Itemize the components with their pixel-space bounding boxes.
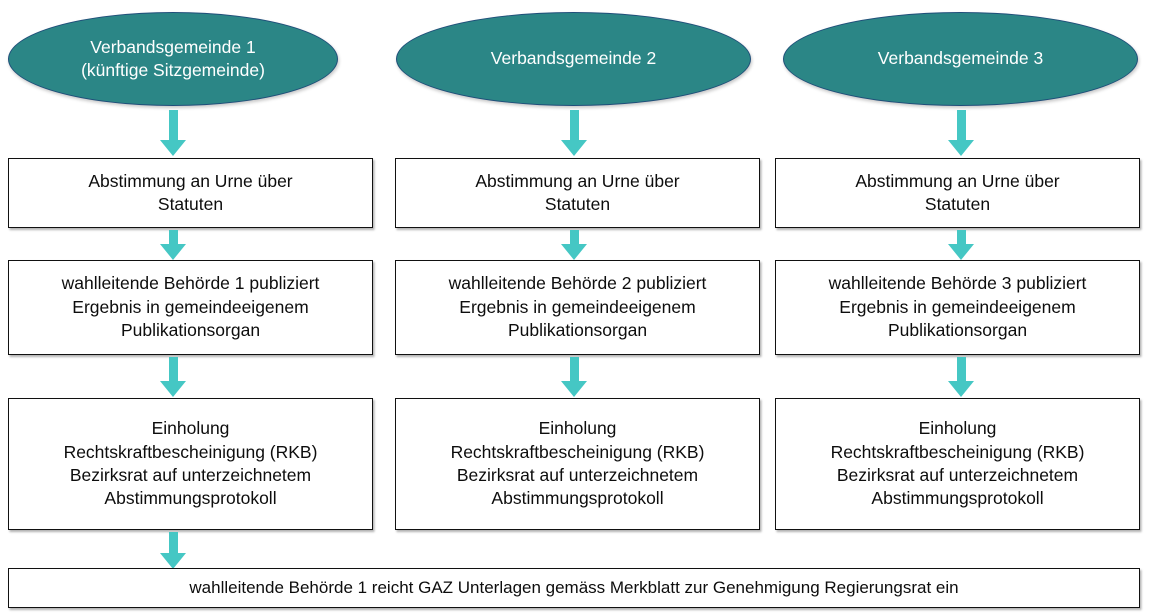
box-line-2: Rechtskraftbescheinigung (RKB) <box>63 441 318 462</box>
box-line-1: Abstimmung an Urne über <box>855 170 1060 191</box>
arrow-head <box>948 244 974 260</box>
arrow-vote-to-publish-col3 <box>948 230 974 260</box>
arrow-rkb-to-submit <box>160 532 186 570</box>
start-node-verbandsgemeinde-1[interactable]: Verbandsgemeinde 1 (künftige Sitzgemeind… <box>8 12 338 106</box>
start-node-line-1: Verbandsgemeinde 2 <box>490 48 657 69</box>
start-node-label: Verbandsgemeinde 3 <box>860 47 1061 70</box>
box-line-2: Statuten <box>157 194 224 214</box>
box-line-1: Abstimmung an Urne über <box>475 170 680 191</box>
start-node-line-2: (künftige Sitzgemeinde) <box>81 60 265 80</box>
process-box-publish-col3[interactable]: wahlleitende Behörde 3 publiziert Ergebn… <box>775 260 1140 355</box>
arrow-head <box>160 140 186 156</box>
box-line-3: Publikationsorgan <box>120 320 261 341</box>
arrow-start-to-vote-col2 <box>561 110 587 156</box>
box-line-3: Publikationsorgan <box>507 320 648 341</box>
start-node-label: Verbandsgemeinde 2 <box>473 47 674 70</box>
process-box-rkb-col1[interactable]: Einholung Rechtskraftbescheinigung (RKB)… <box>8 398 373 530</box>
box-line-1: Abstimmung an Urne über <box>88 170 293 191</box>
arrow-head <box>160 381 186 397</box>
arrow-shaft <box>169 357 178 382</box>
box-line-3: Publikationsorgan <box>887 320 1028 341</box>
box-line-2: Statuten <box>544 194 611 214</box>
box-line-1: Einholung <box>918 418 997 439</box>
box-line-4: Abstimmungsprotokoll <box>104 488 277 509</box>
process-box-label: Abstimmung an Urne über Statuten <box>467 170 687 217</box>
arrow-shaft <box>169 532 178 554</box>
process-box-label: Einholung Rechtskraftbescheinigung (RKB)… <box>823 417 1093 511</box>
box-line-2: Ergebnis in gemeindeeigenem <box>839 296 1076 317</box>
box-line-2: Ergebnis in gemeindeeigenem <box>72 296 309 317</box>
arrow-vote-to-publish-col2 <box>561 230 587 260</box>
box-line-4: Abstimmungsprotokoll <box>871 488 1044 509</box>
box-line-1: wahlleitende Behörde 2 publiziert <box>448 273 707 294</box>
arrow-head <box>948 140 974 156</box>
arrow-head <box>561 244 587 260</box>
process-box-label: wahlleitende Behörde 3 publiziert Ergebn… <box>821 272 1095 342</box>
box-line-2: Ergebnis in gemeindeeigenem <box>459 296 696 317</box>
arrow-shaft <box>957 230 966 246</box>
process-box-label: Einholung Rechtskraftbescheinigung (RKB)… <box>443 417 713 511</box>
process-box-label: wahlleitende Behörde 2 publiziert Ergebn… <box>441 272 715 342</box>
box-line-3: Bezirksrat auf unterzeichnetem <box>69 465 312 485</box>
arrow-publish-to-rkb-col3 <box>948 357 974 399</box>
arrow-head <box>160 553 186 569</box>
process-box-publish-col1[interactable]: wahlleitende Behörde 1 publiziert Ergebn… <box>8 260 373 355</box>
process-box-rkb-col2[interactable]: Einholung Rechtskraftbescheinigung (RKB)… <box>395 398 760 530</box>
arrow-vote-to-publish-col1 <box>160 230 186 260</box>
arrow-shaft <box>957 357 966 382</box>
arrow-shaft <box>169 110 178 140</box>
box-line-4: Abstimmungsprotokoll <box>491 488 664 509</box>
start-node-line-1: Verbandsgemeinde 1 <box>90 36 256 57</box>
process-box-label: Abstimmung an Urne über Statuten <box>847 170 1067 217</box>
arrow-shaft <box>570 230 579 246</box>
box-line-1: wahlleitende Behörde 3 publiziert <box>828 273 1087 294</box>
box-line-1: wahlleitende Behörde 1 publiziert <box>61 273 320 294</box>
arrow-shaft <box>957 110 966 140</box>
process-box-submit-final[interactable]: wahlleitende Behörde 1 reicht GAZ Unterl… <box>8 568 1140 608</box>
process-box-publish-col2[interactable]: wahlleitende Behörde 2 publiziert Ergebn… <box>395 260 760 355</box>
process-box-label: wahlleitende Behörde 1 publiziert Ergebn… <box>54 272 328 342</box>
arrow-head <box>948 381 974 397</box>
process-box-vote-col2[interactable]: Abstimmung an Urne über Statuten <box>395 158 760 228</box>
arrow-publish-to-rkb-col1 <box>160 357 186 399</box>
process-box-rkb-col3[interactable]: Einholung Rechtskraftbescheinigung (RKB)… <box>775 398 1140 530</box>
box-line-3: Bezirksrat auf unterzeichnetem <box>836 465 1079 485</box>
box-line-2: Statuten <box>924 194 991 214</box>
arrow-head <box>160 244 186 260</box>
arrow-head <box>561 140 587 156</box>
arrow-start-to-vote-col3 <box>948 110 974 156</box>
start-node-verbandsgemeinde-2[interactable]: Verbandsgemeinde 2 <box>396 12 751 106</box>
process-box-label: Abstimmung an Urne über Statuten <box>80 170 300 217</box>
box-line-2: Rechtskraftbescheinigung (RKB) <box>830 441 1085 462</box>
start-node-verbandsgemeinde-3[interactable]: Verbandsgemeinde 3 <box>783 12 1138 106</box>
process-box-vote-col1[interactable]: Abstimmung an Urne über Statuten <box>8 158 373 228</box>
process-box-vote-col3[interactable]: Abstimmung an Urne über Statuten <box>775 158 1140 228</box>
arrow-shaft <box>570 357 579 382</box>
arrow-start-to-vote-col1 <box>160 110 186 156</box>
start-node-label: Verbandsgemeinde 1 (künftige Sitzgemeind… <box>63 36 283 82</box>
arrow-head <box>561 381 587 397</box>
start-node-line-1: Verbandsgemeinde 3 <box>877 48 1044 69</box>
arrow-publish-to-rkb-col2 <box>561 357 587 399</box>
process-box-label: Einholung Rechtskraftbescheinigung (RKB)… <box>56 417 326 511</box>
box-line-2: Rechtskraftbescheinigung (RKB) <box>450 441 705 462</box>
arrow-shaft <box>169 230 178 246</box>
arrow-shaft <box>570 110 579 140</box>
box-line-1: Einholung <box>151 418 230 439</box>
final-box-label: wahlleitende Behörde 1 reicht GAZ Unterl… <box>189 577 959 597</box>
box-line-3: Bezirksrat auf unterzeichnetem <box>456 465 699 485</box>
box-line-1: Einholung <box>538 418 617 439</box>
